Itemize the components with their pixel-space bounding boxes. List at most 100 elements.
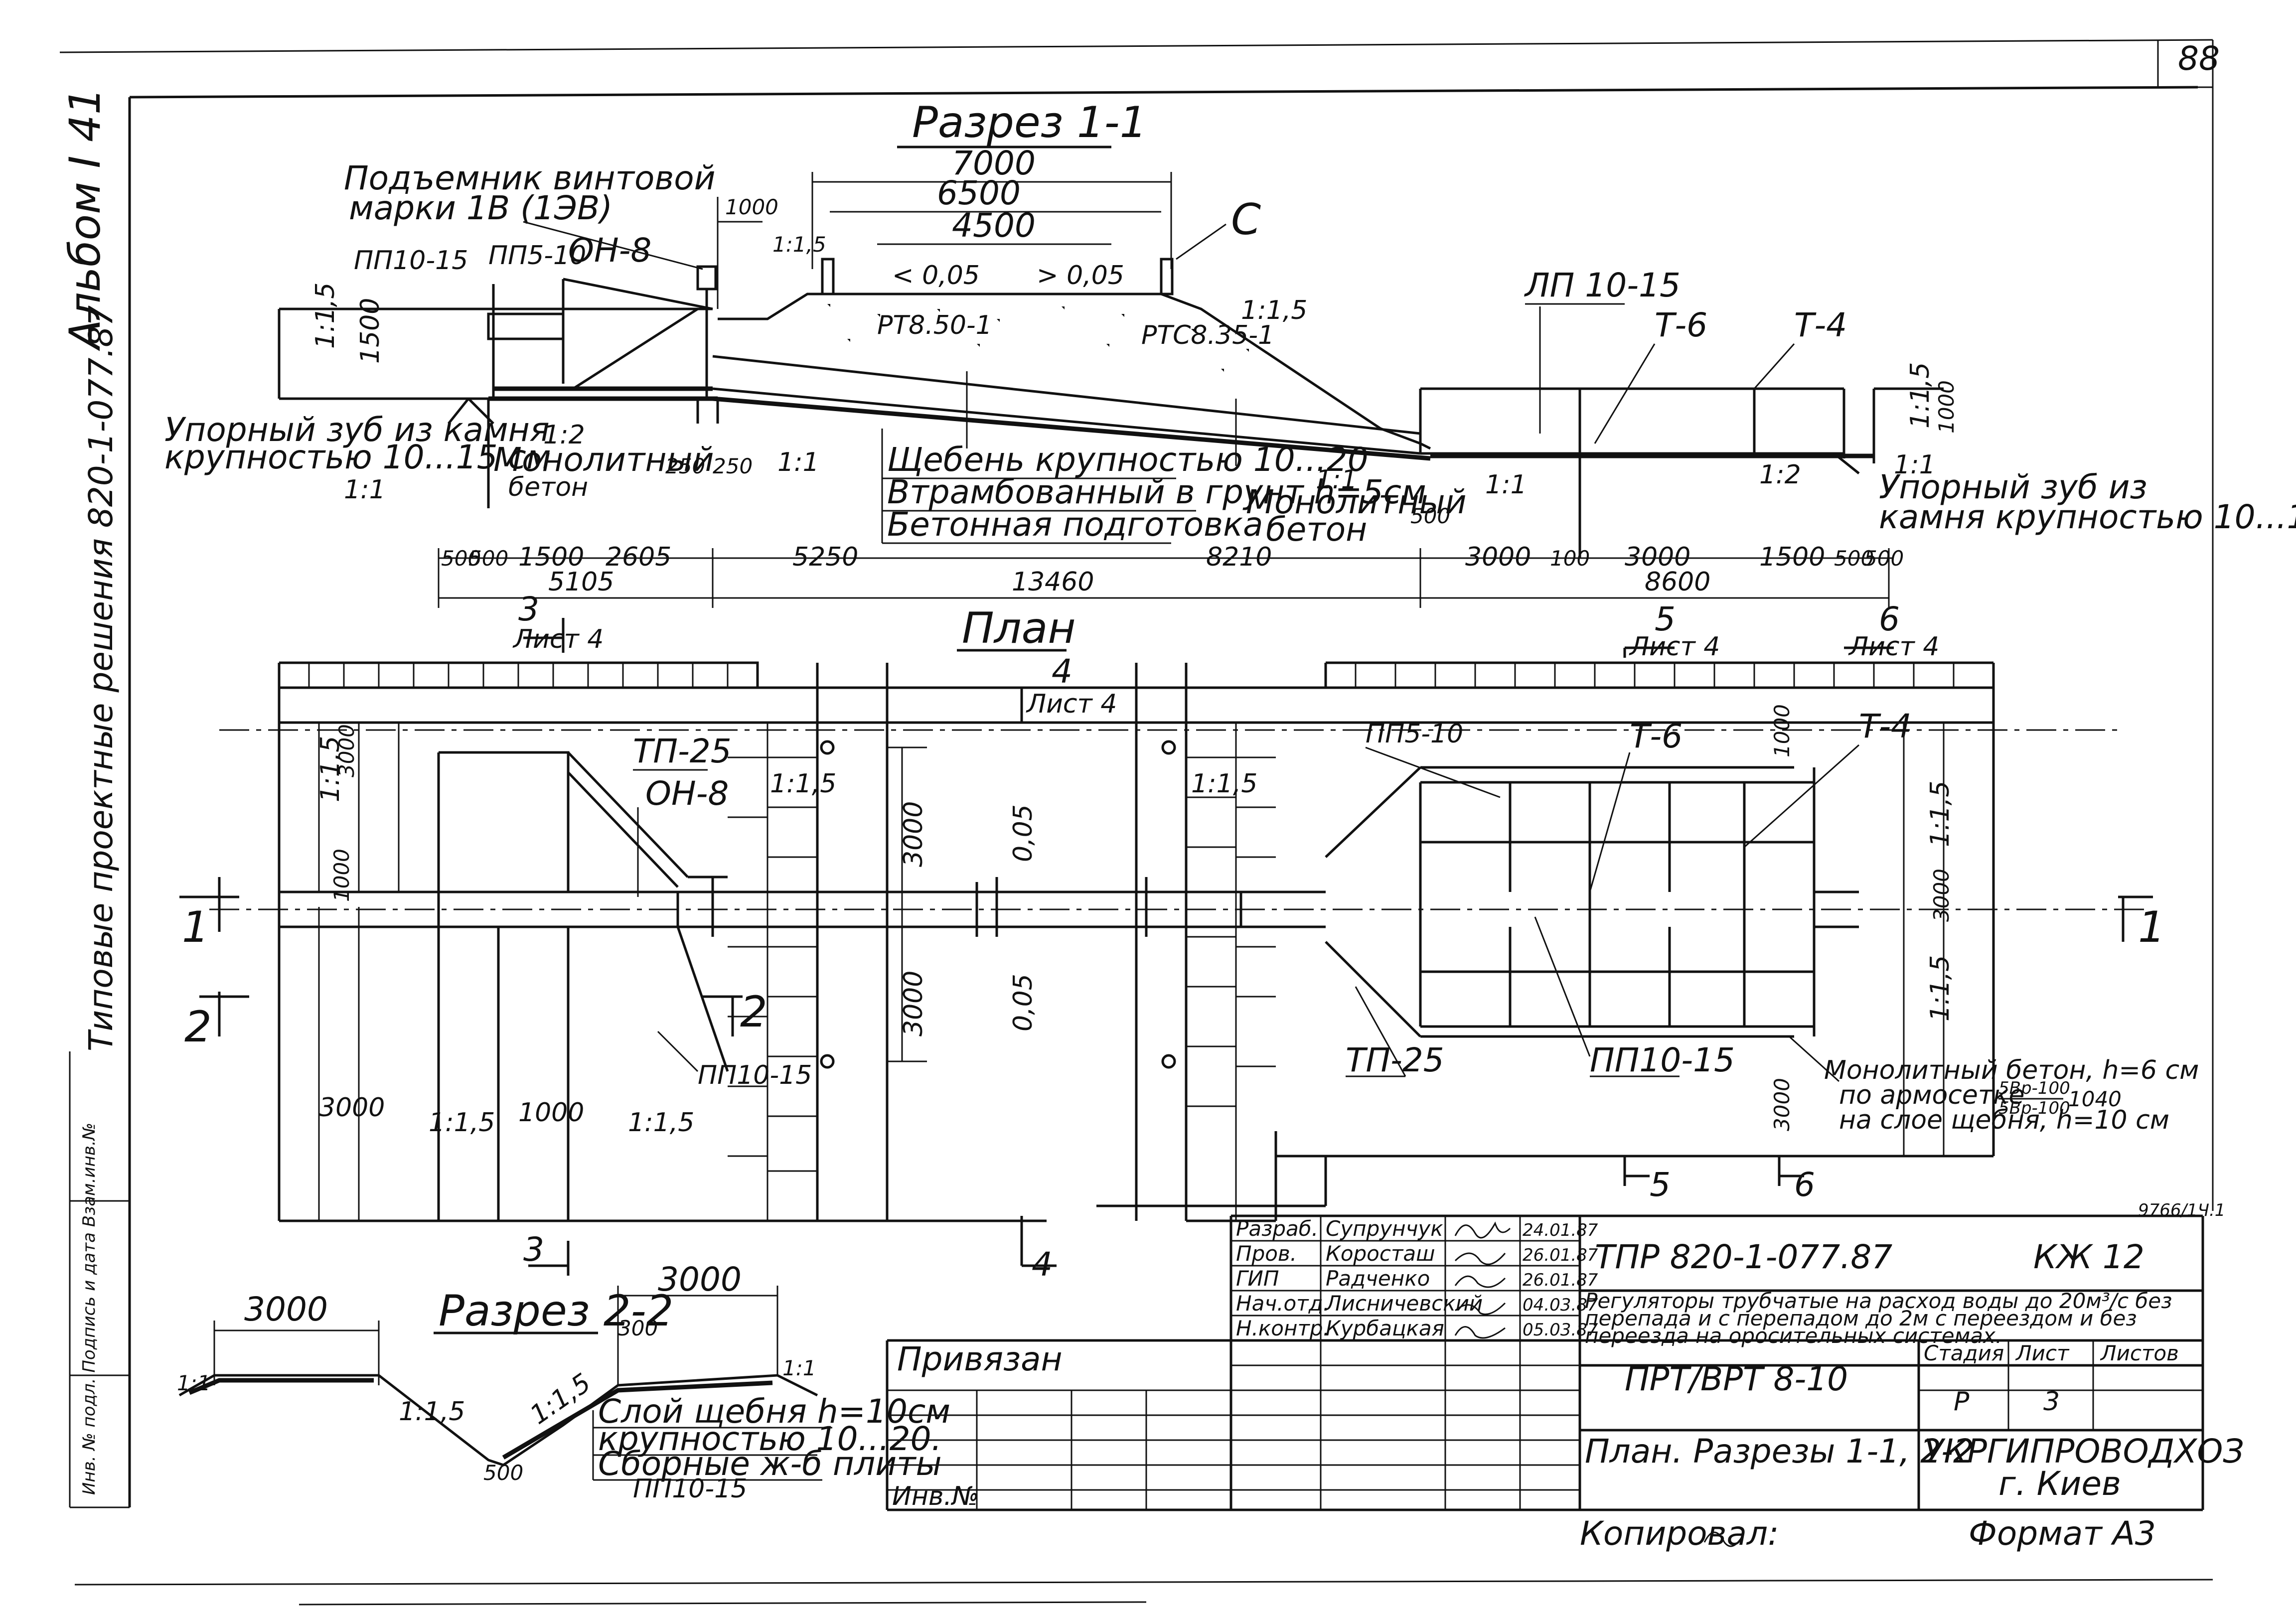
plan-dim-1000-a: 1000 <box>329 849 354 902</box>
signature-3 <box>1455 1302 1506 1315</box>
plan-note-mono-frac-top: 5Вр-100 <box>1998 1078 2070 1098</box>
tb-stage: Р <box>1954 1387 1970 1417</box>
s22-slope-b: 1:1,5 <box>399 1397 465 1427</box>
signer-role-2: ГИП <box>1236 1266 1279 1291</box>
plan-slope-mid-a: 1:1,5 <box>770 769 836 799</box>
slope-embank-left: 1:1,5 <box>772 232 826 257</box>
dim-row1-10: 500 <box>1834 546 1874 571</box>
tb-org-2: г. Киев <box>1998 1465 2121 1503</box>
s22-note-3: Сборные ж-б плиты <box>598 1445 942 1483</box>
note-monolith-left-2: бетон <box>508 472 588 502</box>
dim-7000: 7000 <box>952 144 1036 182</box>
signer-date-1: 26.01.87 <box>1523 1245 1598 1265</box>
slope-1-1-mid: 1:1 <box>1316 465 1358 495</box>
plan-label-tp25-top: ТП-25 <box>633 732 732 770</box>
label-lp10-15: ЛП 10-15 <box>1524 266 1681 304</box>
signature-0 <box>1454 1221 1511 1239</box>
s22-slope-d: 1:1 <box>782 1356 816 1380</box>
dim-row1-9: 1500 <box>1759 542 1825 572</box>
label-lifter-1: Подъемник винтовой <box>344 159 716 197</box>
tb-drawing: ПРТ/ВРТ 8-10 <box>1625 1360 1848 1398</box>
plan-note-mono-frac-bot: 5Вр-100 <box>1998 1098 2070 1118</box>
tb-desc-2: перепада и с перепадом до 2м с переездом… <box>1585 1306 2137 1330</box>
note-gravel-3: Бетонная подготовка <box>887 505 1263 544</box>
dim-row1-4: 5250 <box>792 542 858 572</box>
slope-embank-right: 1:1,5 <box>1241 295 1307 325</box>
cut4-sheet: Лист 4 <box>1026 689 1117 719</box>
dim-1000-top: 1000 <box>725 195 778 219</box>
cut4-bottom: 4 <box>1032 1245 1053 1284</box>
tb-tied: Привязан <box>897 1340 1063 1378</box>
plan-dim-3000-c: 3000 <box>899 801 928 867</box>
label-rt850: РТ8.50-1 <box>877 310 992 340</box>
signer-role-1: Пров. <box>1236 1241 1297 1266</box>
plan-label-t4: Т-4 <box>1859 707 1912 745</box>
plan-label-pp10-15: ПП10-15 <box>698 1060 812 1090</box>
plan-dim-3000-e: 1000 <box>1770 704 1794 757</box>
section-2-2-title: Разрез 2-2 <box>439 1286 673 1336</box>
dim-4500: 4500 <box>952 206 1036 245</box>
dim-row1-0: 500 <box>441 546 481 571</box>
plan-note-mono-2: по армосетке <box>1839 1080 2025 1110</box>
plan-label-pp10-15-right: ПП10-15 <box>1590 1041 1735 1079</box>
signers: Разраб. Супрунчук 24.01.87 Пров. Короста… <box>1236 1216 1598 1340</box>
note-monolith-mid-1: Монолитный <box>1246 483 1467 521</box>
dim-1000-vert-right: 1000 <box>1934 380 1959 434</box>
dim-5105: 5105 <box>548 567 614 597</box>
plan-view: План <box>179 590 2225 1284</box>
dim-row1-8: 3000 <box>1625 542 1690 572</box>
signer-date-3: 04.03.87 <box>1523 1295 1598 1315</box>
slope-right-vert: 1:1,5 <box>1905 362 1935 429</box>
dim-row1-6: 3000 <box>1465 542 1531 572</box>
tb-org-1: УКРГИПРОВОДХОЗ <box>1924 1432 2244 1471</box>
signer-role-0: Разраб. <box>1236 1216 1318 1241</box>
label-rtc: РТС8.35-1 <box>1141 320 1274 350</box>
dim-row1-7: 100 <box>1550 546 1590 571</box>
note-stop-left-1: Упорный зуб из камня <box>164 411 550 449</box>
plan-slope-right-a: 1:1,5 <box>1925 781 1955 847</box>
s22-slope-c: 1:1,5 <box>525 1368 597 1431</box>
tb-format: Формат А3 <box>1969 1514 2156 1553</box>
marker-1-left: 1 <box>182 902 209 952</box>
tb-stage-h: Стадия <box>1924 1341 2004 1365</box>
plan-slope-left-b: 1:1,5 <box>429 1108 495 1138</box>
tb-tpr: ТПР 820-1-077.87 <box>1595 1238 1892 1276</box>
cut3-bottom: 3 <box>523 1230 544 1269</box>
album-title: Альбом I 41 <box>60 88 110 351</box>
plan-dim-3000-f: 3000 <box>1770 1078 1794 1131</box>
dim-250-b: 250 <box>713 454 753 478</box>
dim-1500-vert: 1500 <box>355 298 385 364</box>
tb-sheet: 3 <box>2043 1387 2060 1417</box>
plan-label-pp5-10: ПП5-10 <box>1366 719 1463 749</box>
s22-slope-a: 1:1 <box>177 1371 211 1395</box>
label-on8: ОН-8 <box>568 231 651 270</box>
dim-500-mid: 500 <box>1410 504 1450 528</box>
tb-sheets-h: Листов <box>2100 1341 2179 1365</box>
tb-desc-1: Регуляторы трубчатые на расход воды до 2… <box>1585 1289 2172 1313</box>
title-block: ТПР 820-1-077.87 КЖ 12 Регуляторы трубча… <box>886 1214 2244 1553</box>
plan-dim-1000-b: 1000 <box>518 1098 584 1128</box>
signature-4 <box>1454 1326 1506 1339</box>
slope-1-1-right: 1:1 <box>1894 450 1936 480</box>
section-1-1-title: Разрез 1-1 <box>912 98 1147 147</box>
dim-6500: 6500 <box>937 174 1021 212</box>
note-gravel-1: Щебень крупностью 10...20 <box>887 441 1369 479</box>
signer-name-0: Супрунчук <box>1326 1216 1443 1241</box>
note-monolith-mid-2: бетон <box>1266 510 1367 549</box>
tb-name: План. Разрезы 1-1, 2-2 <box>1585 1432 1974 1471</box>
s22-note-1: Слой щебня h=10см <box>598 1392 950 1431</box>
label-t4: Т-4 <box>1794 306 1847 344</box>
label-lifter-2: марки 1В (1ЭВ) <box>349 189 612 227</box>
plan-note-mono-1: Монолитный бетон, h=6 см <box>1824 1055 2199 1085</box>
plan-title: План <box>962 603 1076 653</box>
plan-slope-left-c: 1:1,5 <box>628 1108 694 1138</box>
note-stop-right-1: Упорный зуб из <box>1879 468 2147 506</box>
marker-2-left: 2 <box>184 1002 212 1052</box>
plan-slope-right-b: 1:1,5 <box>1925 955 1955 1022</box>
series-title: Типовые проектные решения 820-1-077.87 <box>82 305 120 1051</box>
plan-dim-3000-a: 3000 <box>334 724 359 777</box>
slope-1-1-mid2: 1:1 <box>1485 470 1527 500</box>
inventory-label: Инв. № подл. Подпись и дата Взам.инв.№ <box>79 1123 99 1495</box>
marker-2-right: 2 <box>740 987 767 1037</box>
